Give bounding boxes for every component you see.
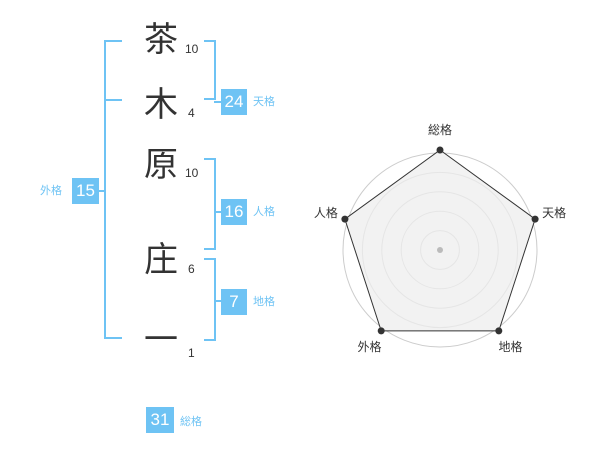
jinkaku-label: 人格 [253,205,275,218]
radar-vertices [341,146,539,335]
name-char-3: 原 [144,145,178,185]
name-char-1: 茶 [144,20,178,60]
radar-vertex-3 [495,327,503,335]
radar-vertex-1 [436,146,444,154]
radar-axis-label-3: 地格 [498,339,522,354]
stroke-count-1: 10 [185,42,199,56]
tenkaku-badge: 24 [221,89,247,115]
radar-vertex-2 [531,215,539,223]
soukaku-badge: 31 [146,407,174,433]
stroke-count-4: 6 [188,262,195,276]
name-char-4: 庄 [144,240,178,280]
radar-center-dot [437,247,443,253]
radar-axis-label-4: 外格 [357,339,381,354]
radar-axis-label-5: 人格 [314,205,338,220]
tenkaku-label: 天格 [253,95,275,108]
stroke-count-5: 1 [188,346,195,360]
radar-vertex-4 [377,327,385,335]
soukaku-label: 総格 [180,415,202,428]
radar-vertex-5 [341,215,349,223]
radar-polygon [344,149,536,332]
stroke-count-2: 4 [188,106,195,120]
radar-axis-label-2: 天格 [542,205,566,220]
name-char-2: 木 [144,85,178,125]
gaikaku-badge: 15 [72,178,99,204]
jinkaku-badge: 16 [221,199,247,225]
gaikaku-label: 外格 [40,184,62,197]
chikaku-label: 地格 [253,295,275,308]
stroke-count-3: 10 [185,166,199,180]
radar-axis-label-1: 総格 [428,122,452,137]
chikaku-badge: 7 [221,289,247,315]
name-char-5: 一 [144,320,178,360]
